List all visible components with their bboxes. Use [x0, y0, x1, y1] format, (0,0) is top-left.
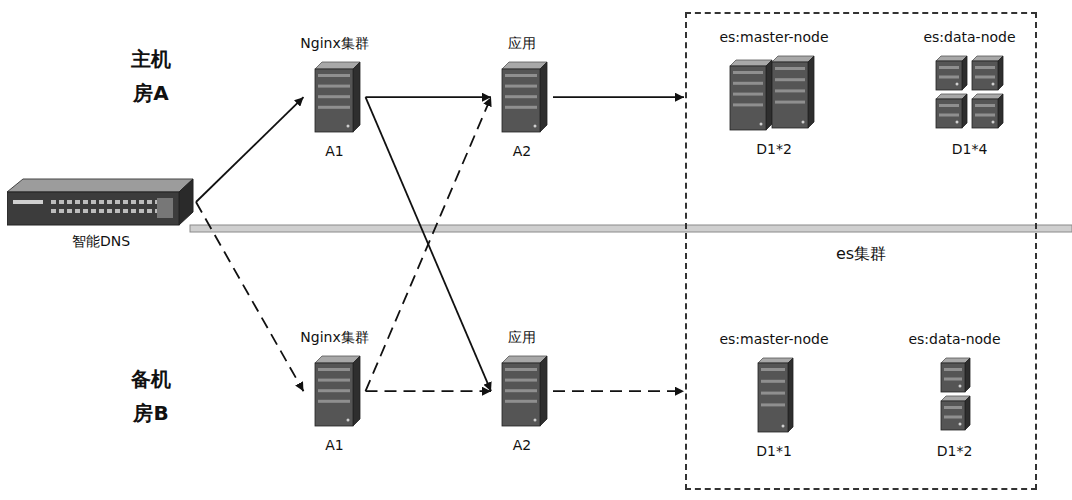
server-tower	[936, 56, 967, 90]
server-tower	[315, 356, 360, 426]
node-title: Nginx集群	[300, 328, 368, 346]
node-title: es:master-node	[719, 330, 828, 348]
node-label: A1	[325, 436, 343, 454]
node-label: A1	[325, 142, 343, 160]
server-icon	[937, 356, 973, 434]
primary-link	[366, 97, 492, 391]
server-tower	[972, 94, 1003, 128]
node-title: 应用	[508, 34, 536, 52]
server-node: 应用 A2	[484, 328, 560, 454]
server-tower	[502, 356, 547, 426]
server-node: Nginx集群 A1	[292, 328, 377, 454]
server-tower	[941, 396, 970, 430]
node-label: 智能DNS	[72, 232, 130, 250]
server-node: Nginx集群 A1	[292, 34, 377, 160]
group-title: es集群	[687, 244, 1035, 265]
server-tower	[941, 358, 970, 392]
standby-link	[366, 97, 492, 391]
server-icon	[728, 54, 820, 132]
cluster-group: es集群es:master-nodeD1*2es:data-nodeD1*4es…	[685, 12, 1037, 490]
node-label: D1*2	[756, 140, 792, 158]
server-node: es:master-nodeD1*2	[711, 28, 837, 158]
room-separator	[190, 225, 1072, 232]
node-label: D1*4	[952, 140, 988, 158]
dns-device: 智能DNS	[0, 172, 203, 250]
server-tower	[758, 358, 793, 432]
server-icon	[305, 354, 365, 428]
room-label: 备机房B	[128, 362, 174, 430]
server-tower	[502, 62, 547, 132]
server-tower	[972, 56, 1003, 90]
server-icon	[305, 60, 365, 134]
node-title: es:data-node	[923, 28, 1015, 46]
primary-link	[196, 97, 304, 202]
server-node: es:master-nodeD1*1	[711, 330, 837, 460]
standby-link	[366, 390, 492, 392]
server-icon	[7, 176, 195, 228]
node-title: es:data-node	[908, 330, 1000, 348]
node-title: Nginx集群	[300, 34, 368, 52]
dns-appliance	[7, 179, 193, 225]
node-label: D1*2	[937, 442, 973, 460]
server-icon	[492, 60, 552, 134]
node-label: A2	[513, 436, 531, 454]
standby-link	[196, 202, 304, 391]
server-icon	[752, 356, 796, 434]
server-tower	[315, 62, 360, 132]
node-title: 应用	[508, 328, 536, 346]
primary-link	[553, 96, 684, 98]
primary-link	[366, 96, 492, 98]
server-node: es:data-nodeD1*2	[900, 330, 1009, 460]
server-node: es:data-nodeD1*4	[915, 28, 1024, 158]
server-tower	[772, 56, 814, 128]
node-label: D1*1	[756, 442, 792, 460]
server-tower	[936, 94, 967, 128]
node-label: A2	[513, 142, 531, 160]
standby-link	[553, 390, 684, 392]
server-icon	[930, 54, 1010, 132]
node-title: es:master-node	[719, 28, 828, 46]
server-icon	[492, 354, 552, 428]
server-tower	[730, 60, 772, 130]
room-label: 主机房A	[128, 42, 174, 110]
server-node: 应用 A2	[484, 34, 560, 160]
